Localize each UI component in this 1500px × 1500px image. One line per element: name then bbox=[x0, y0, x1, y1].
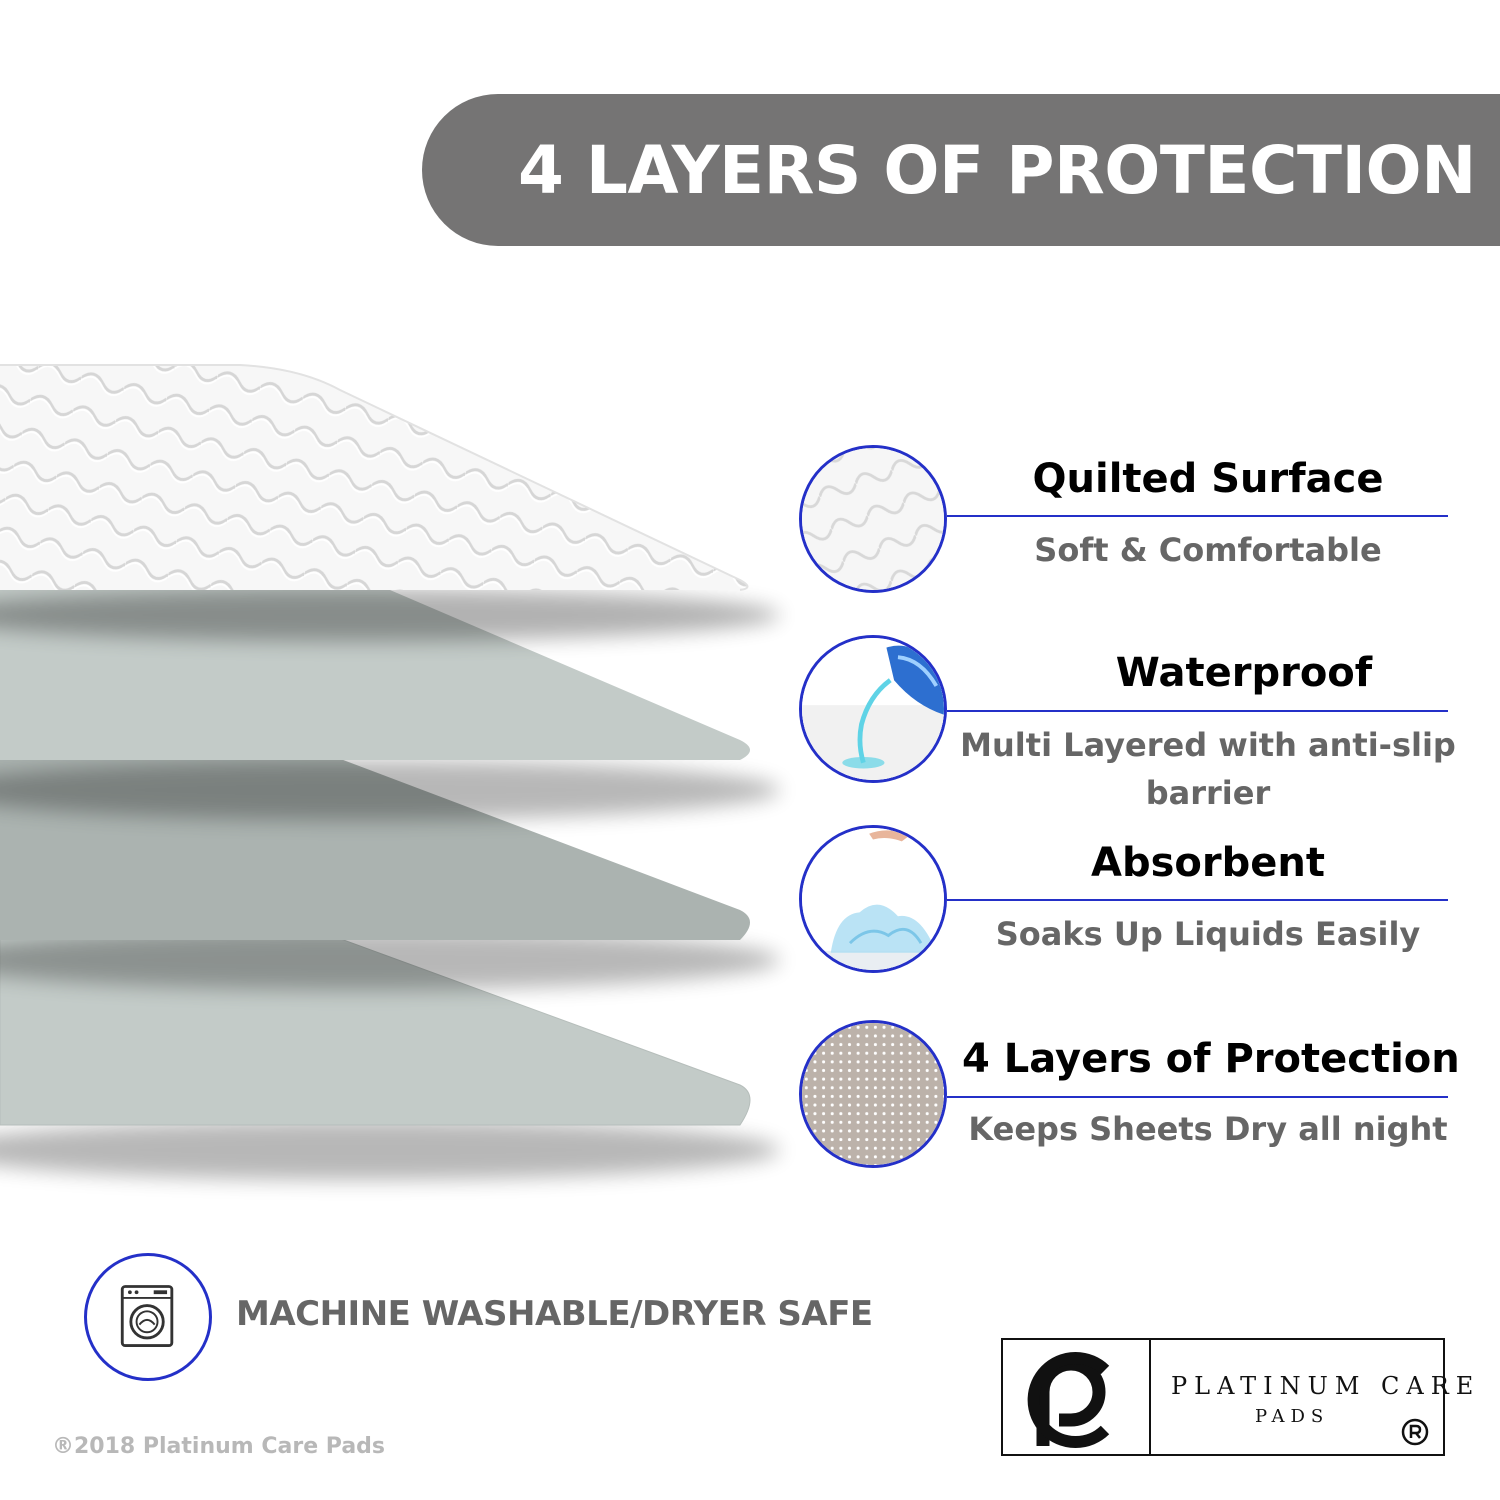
feature-divider bbox=[947, 515, 1448, 517]
brand-logo: PLATINUM CARE PADS bbox=[1001, 1338, 1473, 1456]
feature-desc-layers: Keeps Sheets Dry all night bbox=[968, 1110, 1448, 1148]
pad-layers-illustration bbox=[0, 364, 780, 1180]
feature-desc-quilted: Soft & Comfortable bbox=[1034, 531, 1382, 569]
feature-desc-absorbent: Soaks Up Liquids Easily bbox=[995, 915, 1421, 953]
feature-title-waterproof: Waterproof bbox=[1115, 650, 1373, 696]
feature-title-layers: 4 Layers of Protection bbox=[962, 1036, 1460, 1082]
water-pouring-icon bbox=[799, 635, 947, 783]
feature-divider bbox=[947, 710, 1448, 712]
pc-monogram-icon bbox=[1027, 1352, 1110, 1448]
feature-title-quilted: Quilted Surface bbox=[1032, 456, 1384, 502]
feature-divider bbox=[947, 1096, 1448, 1098]
copyright-text: ®2018 Platinum Care Pads bbox=[52, 1434, 386, 1459]
logo-brand-name: PLATINUM CARE bbox=[1171, 1372, 1481, 1400]
title-banner bbox=[422, 94, 1500, 246]
feature-desc-waterproof: Multi Layered with anti-slip barrier bbox=[960, 726, 1456, 812]
absorbent-pad-icon bbox=[799, 825, 947, 973]
page-title: 4 LAYERS OF PROTECTION bbox=[518, 132, 1476, 209]
layer-quilted bbox=[0, 365, 748, 590]
registered-mark-icon bbox=[1401, 1418, 1429, 1446]
machine-washable-label: MACHINE WASHABLE/DRYER SAFE bbox=[236, 1294, 873, 1334]
washing-machine-icon bbox=[84, 1253, 212, 1381]
layer-shadow bbox=[0, 1120, 780, 1180]
logo-divider bbox=[1149, 1340, 1151, 1454]
dotted-backing-icon bbox=[799, 1020, 947, 1168]
feature-divider bbox=[947, 899, 1448, 901]
quilted-fabric-icon bbox=[799, 445, 947, 593]
logo-brand-sub: PADS bbox=[1255, 1406, 1330, 1427]
feature-title-absorbent: Absorbent bbox=[1091, 840, 1325, 886]
